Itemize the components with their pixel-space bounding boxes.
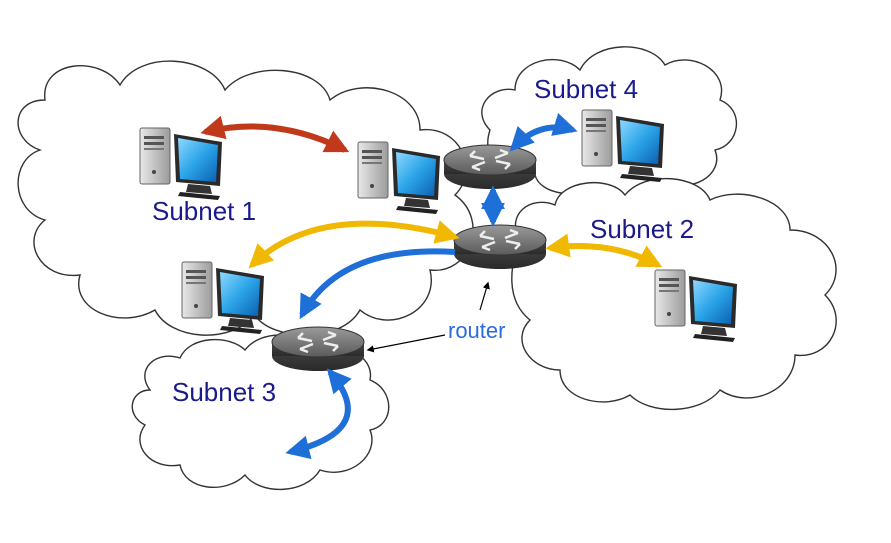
router-pointer-line-2	[366, 334, 446, 353]
yellow-arrow-subnet2	[545, 233, 663, 268]
blue-arrow-router-to-subnet1	[299, 248, 456, 320]
router-pointer-line-1	[479, 281, 490, 311]
blue-arrow-subnet3	[285, 368, 352, 460]
subnet-2-label: Subnet 2	[590, 214, 694, 244]
blue-arrow-subnet4	[509, 112, 578, 152]
subnet-3-label: Subnet 3	[172, 377, 276, 407]
subnet-1-label: Subnet 1	[152, 196, 256, 226]
router-top-icon	[442, 143, 538, 191]
router-label: router	[448, 318, 505, 343]
yellow-arrow-subnet1	[248, 220, 460, 269]
red-arrow-subnet1	[200, 115, 350, 153]
subnet-4-label: Subnet 4	[534, 74, 638, 104]
router-bottom-icon	[270, 325, 366, 373]
router-center-icon	[452, 223, 548, 271]
